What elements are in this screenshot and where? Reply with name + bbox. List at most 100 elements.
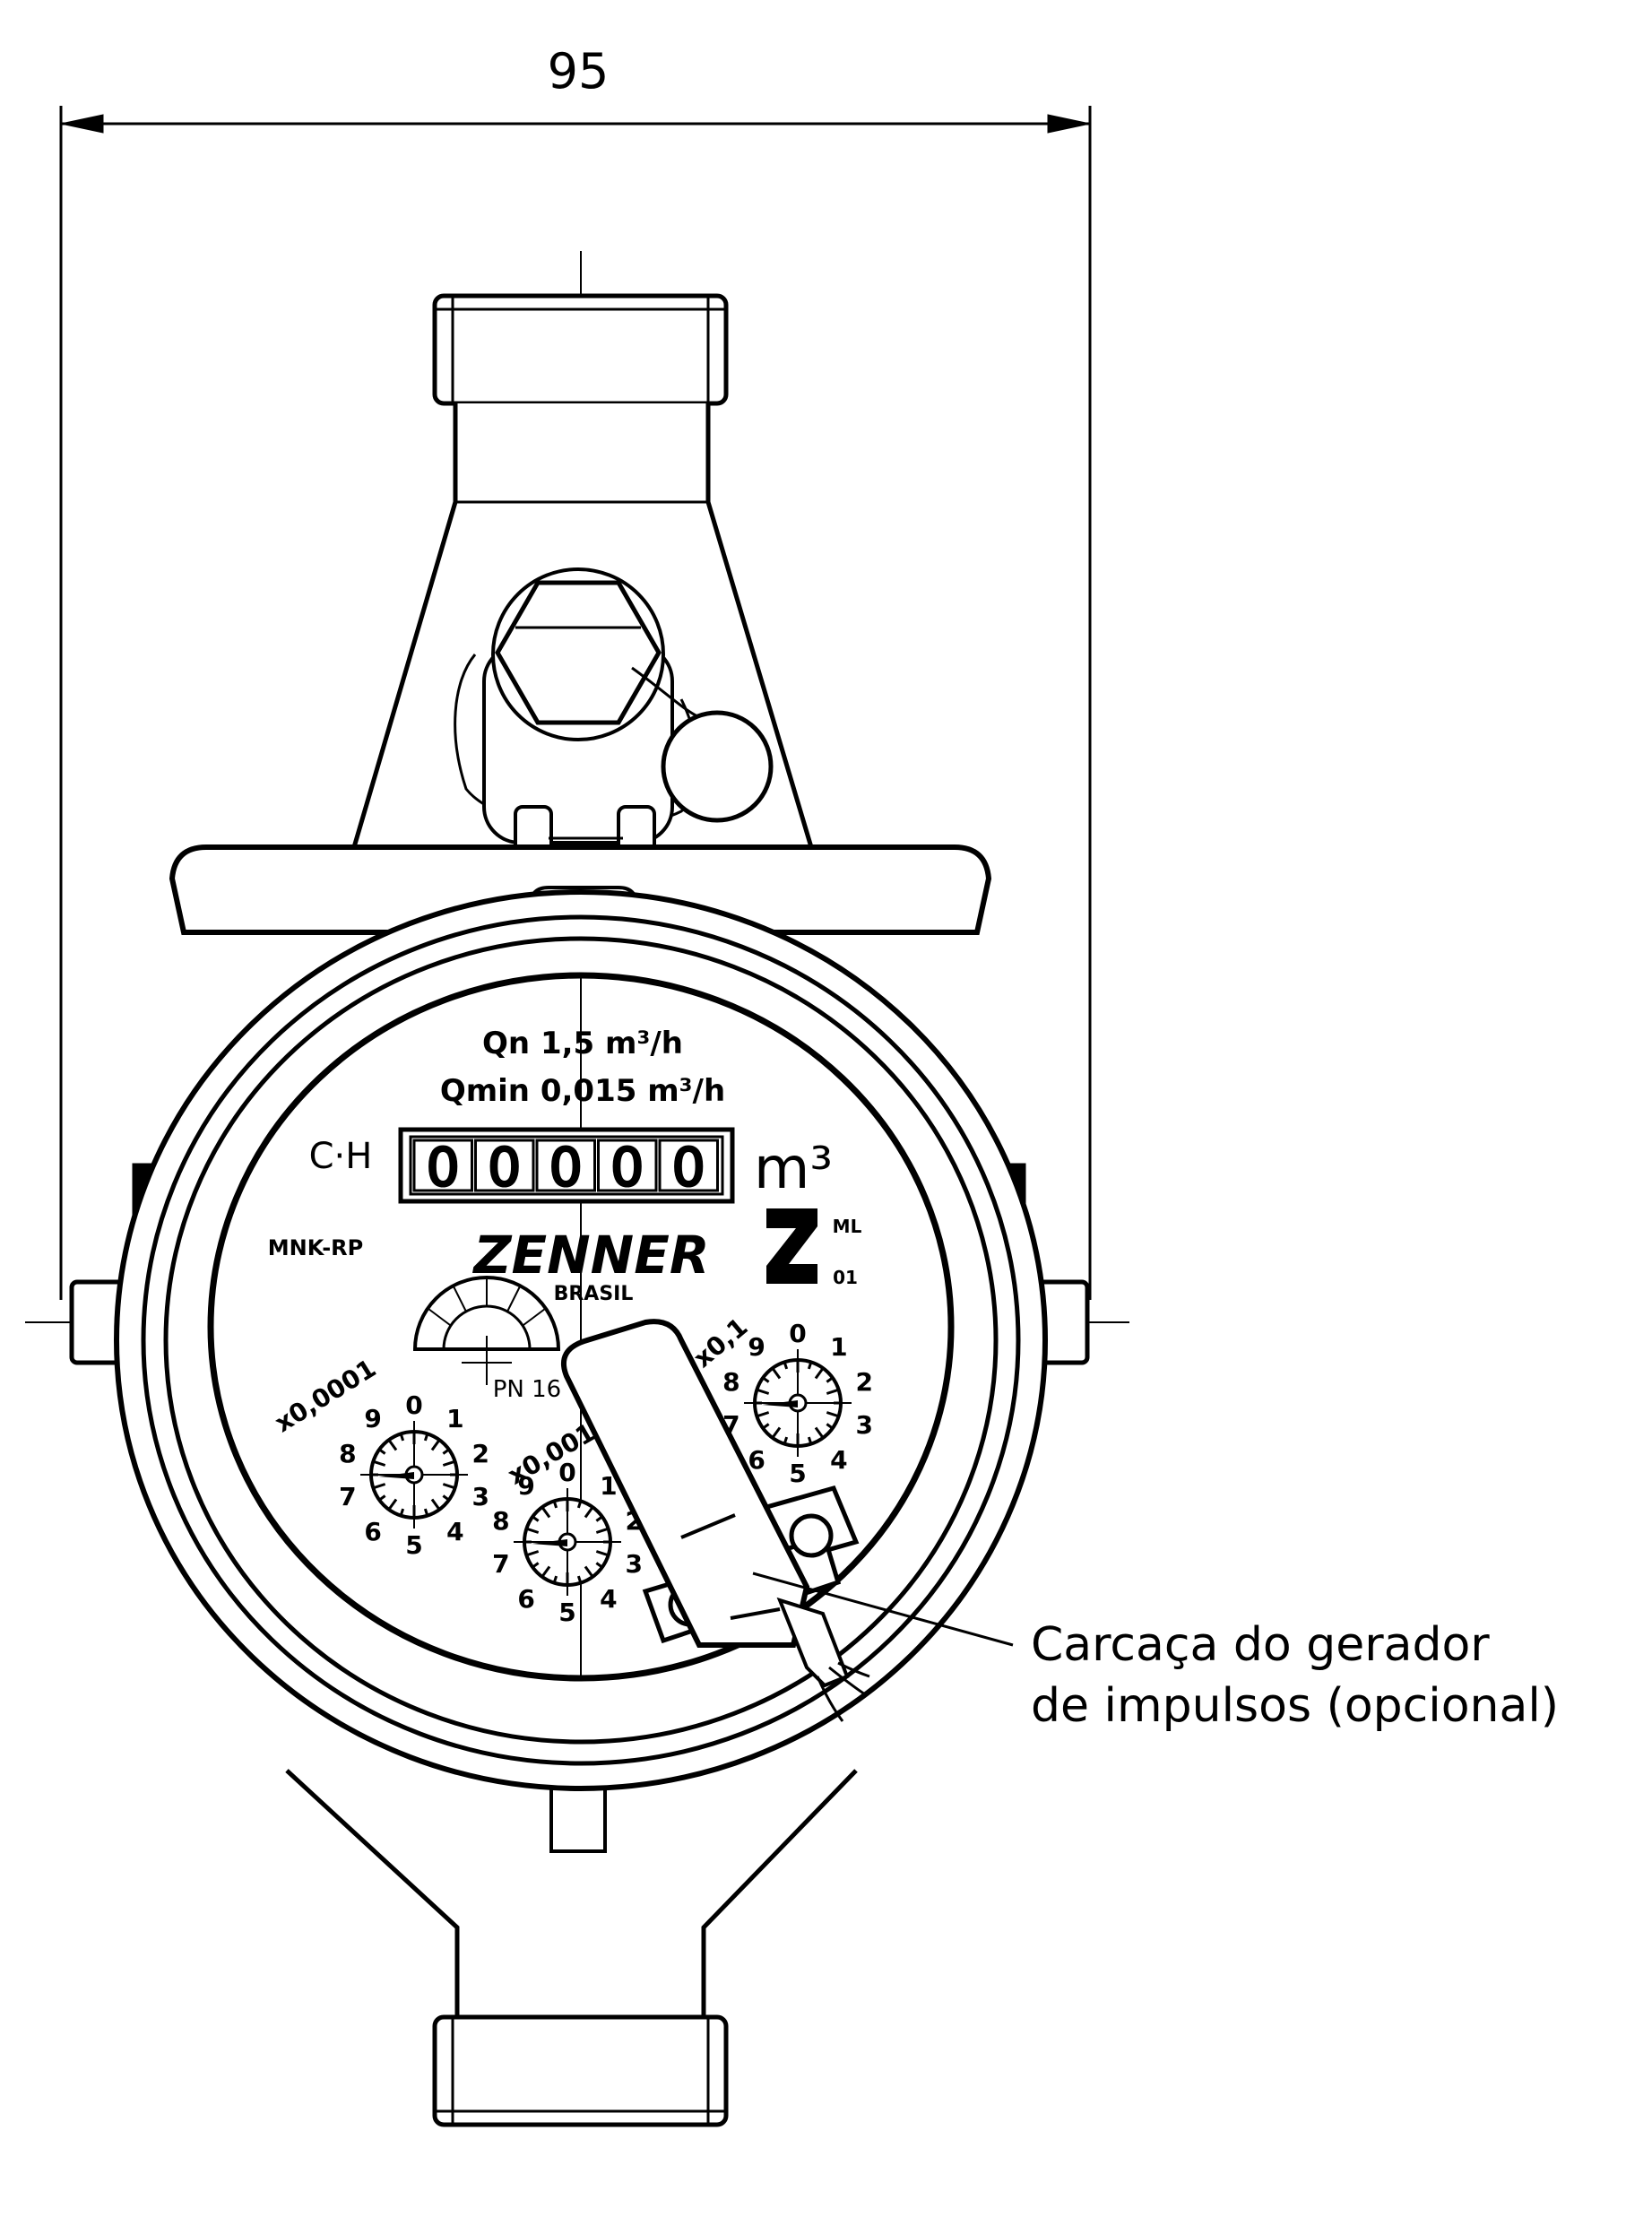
sub-dial-tick [826, 1411, 840, 1418]
sub-dial-number: 6 [517, 1584, 534, 1614]
flow-minimum-label: Qmin 0,015 m³/h [440, 1073, 725, 1109]
sub-dial-tick [378, 1448, 386, 1455]
sub-dial-number: 4 [830, 1445, 847, 1475]
metrology-mark-top: ML [833, 1216, 862, 1237]
sub-dial-tick [576, 1500, 583, 1509]
sub-dial-number: 3 [855, 1410, 872, 1440]
counter-digit-cell [474, 1139, 535, 1192]
sub-dial-tick [541, 1506, 551, 1519]
sub-dial-number: 1 [446, 1404, 463, 1433]
counter-digit-cell [535, 1139, 596, 1192]
width-dimension-label: 95 [548, 43, 610, 100]
metrology-mark-bottom: 01 [833, 1267, 858, 1288]
sub-dial-number: 5 [789, 1459, 806, 1488]
metrology-mark-icon [766, 1208, 817, 1284]
sub-dial-tick [814, 1426, 825, 1439]
width-dimension [59, 106, 1092, 1300]
sub-dial-tick [826, 1376, 834, 1383]
sub-dial-number: 5 [405, 1530, 422, 1560]
sub-dial-number: 8 [339, 1439, 356, 1468]
counter-digit: 0 [549, 1137, 583, 1198]
sub-dial-number: 7 [492, 1549, 509, 1579]
sub-dial-number: 6 [364, 1517, 381, 1546]
counter-unit: m³ [754, 1136, 833, 1202]
model-label: MNK-RP [268, 1235, 364, 1260]
sub-dial-tick [576, 1575, 583, 1584]
sub-dial-tick [442, 1494, 450, 1502]
sub-dial-tick [442, 1459, 456, 1467]
sub-dial-tick [399, 1508, 405, 1517]
sub-dial-tick [756, 1411, 770, 1418]
sub-dial-number: 5 [558, 1598, 575, 1627]
sub-dial-number: 8 [492, 1506, 509, 1536]
sub-dial-number: 1 [600, 1471, 617, 1501]
sub-dial-number: 9 [748, 1332, 765, 1362]
sub-dial-number: 7 [339, 1482, 356, 1511]
sub-dial-tick [595, 1562, 603, 1569]
pressure-label: PN 16 [493, 1376, 561, 1403]
sub-dial-number: 8 [722, 1367, 740, 1397]
sub-dial-tick [762, 1376, 770, 1383]
counter-digit: 0 [427, 1137, 460, 1198]
sub-dial-tick [595, 1550, 610, 1557]
sub-dial-tick [525, 1550, 540, 1557]
outlet-thread [432, 2014, 729, 2127]
counter-prefix: C·H [309, 1136, 373, 1177]
flow-nominal-label: Qn 1,5 m³/h [482, 1026, 683, 1061]
sub-dial-number: 0 [558, 1458, 575, 1487]
sub-dial-tick [532, 1515, 540, 1522]
sub-dial-pointer [762, 1400, 798, 1407]
counter-digit: 0 [488, 1137, 521, 1198]
counter-digit-cell [412, 1139, 473, 1192]
sub-dial-number: 3 [471, 1482, 489, 1511]
sub-dial-number: 4 [600, 1584, 617, 1614]
sub-dial-tick [756, 1388, 770, 1395]
sub-dial-number: 2 [471, 1439, 489, 1468]
sub-dial-tick [807, 1361, 813, 1370]
counter-digit-cell [597, 1139, 658, 1192]
sub-dial-tick [399, 1433, 405, 1442]
sub-dial-tick [552, 1575, 558, 1584]
sub-dial-tick [372, 1483, 386, 1490]
sub-dial-number: 3 [625, 1549, 642, 1579]
sub-dial-tick [430, 1498, 441, 1511]
sub-dial-tick [584, 1565, 594, 1578]
sub-dial-tick [771, 1426, 782, 1439]
sub-dial-tick [595, 1515, 603, 1522]
sub-dial-number: 6 [748, 1445, 765, 1475]
sub-dial-number: 9 [517, 1471, 534, 1501]
sub-dial-tick [423, 1433, 429, 1442]
sub-dial-tick [595, 1527, 610, 1534]
sealing-plug [454, 567, 774, 853]
counter-digit-cell [658, 1139, 719, 1192]
sub-dial-tick [387, 1498, 398, 1511]
brand-logo-text: ZENNER [471, 1225, 709, 1286]
sub-dial-number: 2 [855, 1367, 872, 1397]
callout-line-2: de impulsos (opcional) [1031, 1679, 1559, 1733]
sub-dial-tick [532, 1562, 540, 1569]
inlet-thread [432, 293, 729, 406]
sub-dial-number: 0 [405, 1390, 422, 1420]
sub-dial-tick [826, 1423, 834, 1430]
brand-sub-label: BRASIL [554, 1283, 634, 1305]
sub-dial-number: 1 [830, 1332, 847, 1362]
sub-dial-tick [442, 1448, 450, 1455]
sub-dial-pointer [378, 1472, 414, 1479]
sub-dial-tick [378, 1494, 386, 1502]
callout-leader-line [752, 1572, 1014, 1647]
sub-dial-number: 4 [446, 1517, 463, 1546]
pulse-generator-housing [560, 1319, 870, 1722]
sub-dial-number: 0 [789, 1319, 806, 1348]
sub-dial-tick [783, 1436, 789, 1445]
sub-dial-number: 9 [364, 1404, 381, 1433]
sub-dial-tick [584, 1506, 594, 1519]
sub-dial-pointer [532, 1539, 567, 1546]
sub-dial-tick [372, 1459, 386, 1467]
sub-dial-tick [826, 1388, 840, 1395]
sub-dial-tick [541, 1565, 551, 1578]
sub-dial-tick [430, 1439, 441, 1451]
counter-digit: 0 [610, 1137, 644, 1198]
